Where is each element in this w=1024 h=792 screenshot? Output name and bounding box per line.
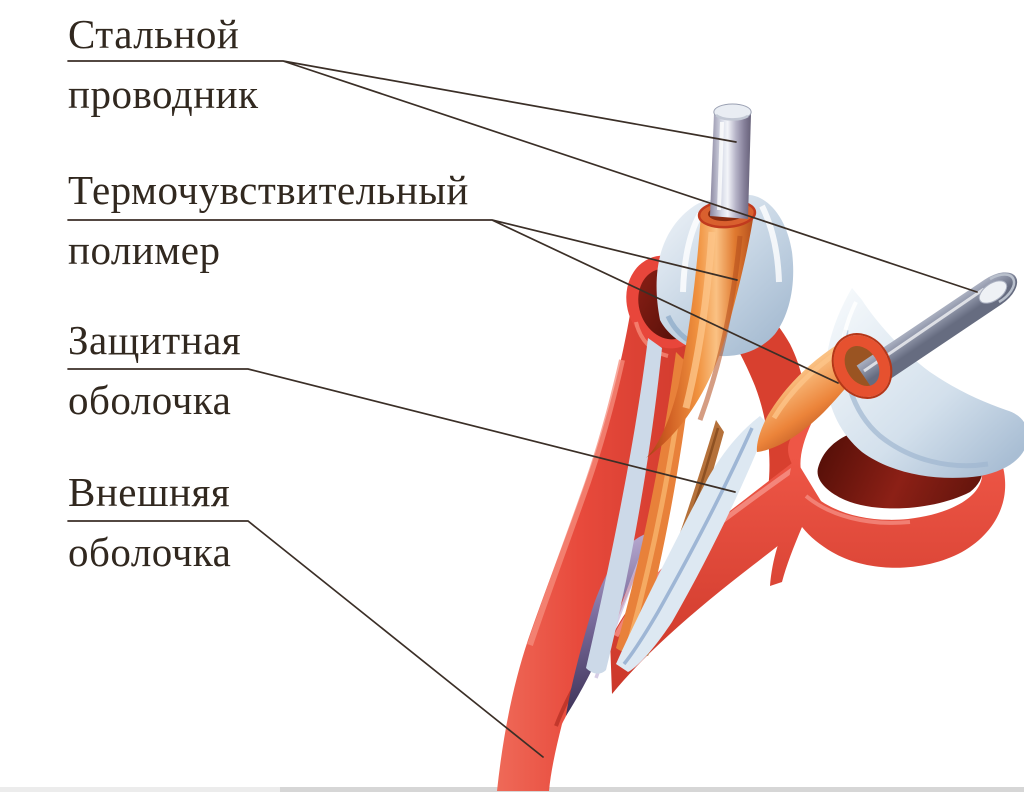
- polymer-highlight: [682, 231, 716, 409]
- rod-tip-shade: [989, 273, 1016, 304]
- label-line: оболочка: [68, 377, 232, 423]
- leader-steel-conductor: [67, 60, 978, 293]
- bottom-edge-bar-right: [280, 787, 1024, 792]
- protective-sheath-strand: [586, 338, 662, 674]
- label-line: оболочка: [68, 529, 232, 575]
- right-rod-tip-face: [978, 280, 1008, 304]
- label-heat-sensitive-polymer: Термочувствительный полимер: [68, 160, 469, 280]
- curl-highlight: [804, 494, 911, 525]
- label-line: Стальной: [68, 11, 240, 57]
- sheath-highlight: [680, 204, 782, 293]
- label-line: проводник: [68, 71, 259, 117]
- leader-lines: [67, 60, 978, 758]
- right-curl-band: [770, 422, 1006, 586]
- label-line: Внешняя: [68, 469, 231, 515]
- leader-heat-sensitive-polymer: [67, 219, 839, 384]
- jacket-highlight: [527, 359, 625, 646]
- label-steel-conductor: Стальной проводник: [68, 4, 259, 124]
- label-line: Защитная: [68, 317, 242, 363]
- leader-outer-sheath: [67, 520, 544, 758]
- polymer-highlight: [771, 349, 840, 420]
- blade-edge: [622, 427, 754, 666]
- protective-sheath-blade: [616, 416, 768, 672]
- label-protective-sheath: Защитная оболочка: [68, 310, 241, 430]
- rod-specular: [717, 121, 724, 211]
- steel-conductor-left-rod: [710, 113, 751, 219]
- label-outer-sheath: Внешняя оболочка: [68, 462, 231, 582]
- label-line: полимер: [68, 227, 221, 273]
- steel-conductor-right-rod: [856, 272, 1018, 391]
- label-line: Термочувствительный: [68, 167, 469, 213]
- outer-sheath-right-arm: [610, 460, 824, 694]
- polymer-ring-edge: [831, 333, 893, 399]
- leader-protective-sheath: [67, 368, 736, 493]
- bottom-edge-bar-left: [0, 787, 280, 792]
- polymer-ring: [833, 335, 891, 397]
- rod-top-shade: [715, 113, 749, 121]
